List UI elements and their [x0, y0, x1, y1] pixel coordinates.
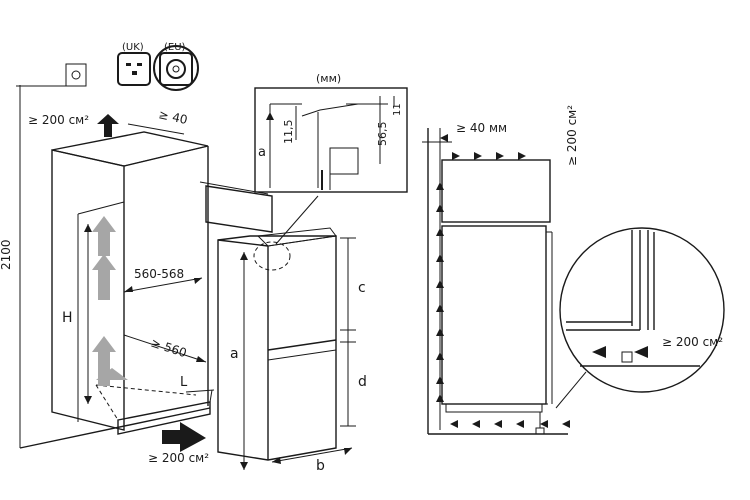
side-gap-label: ≥ 40 мм: [456, 121, 507, 135]
height-total-label: 2100: [0, 239, 13, 270]
detail-dim-2-label: 56,5: [376, 122, 389, 147]
detail-inset: [254, 87, 408, 193]
bottom-vent-arrow: [162, 422, 206, 452]
upper-section-label: c: [358, 280, 366, 296]
zoom-vent-label: ≥ 200 см²: [662, 335, 723, 349]
vent-bottom-label: ≥ 200 см²: [148, 451, 209, 465]
socket-icons: [28, 45, 199, 91]
detail-height-label: a: [258, 145, 266, 160]
niche-width-label: 560-568: [134, 267, 184, 281]
unit-label: (мм): [316, 72, 341, 85]
uk-badge: (UK): [122, 42, 144, 53]
side-airflow-markers: [436, 152, 570, 428]
gap-top-label: ≥ 40: [157, 107, 188, 127]
lower-section-label: d: [358, 374, 367, 390]
eu-socket-icon: [159, 52, 193, 86]
zoom-detail: [559, 227, 725, 393]
niche-drawing: [16, 85, 273, 449]
wall-socket-icon: [65, 63, 87, 87]
appliance-height-label: a: [230, 346, 239, 362]
airflow-arrows: [92, 216, 128, 386]
appliance-width-label: b: [316, 458, 325, 474]
detail-dim-1-label: 11,5: [282, 120, 295, 145]
niche-depth-label: ≥ 560: [149, 336, 188, 361]
side-view: [422, 128, 587, 435]
niche-height-label: H: [62, 310, 73, 326]
vent-top-label: ≥ 200 см²: [28, 113, 89, 127]
offset-label: L: [180, 375, 188, 390]
uk-socket-icon: [117, 52, 151, 86]
appliance-drawing: [217, 195, 356, 470]
detail-dim-3-label: 11: [392, 103, 403, 116]
eu-badge: (EU): [164, 42, 186, 53]
side-vent-label: ≥ 200 см²: [565, 105, 579, 166]
